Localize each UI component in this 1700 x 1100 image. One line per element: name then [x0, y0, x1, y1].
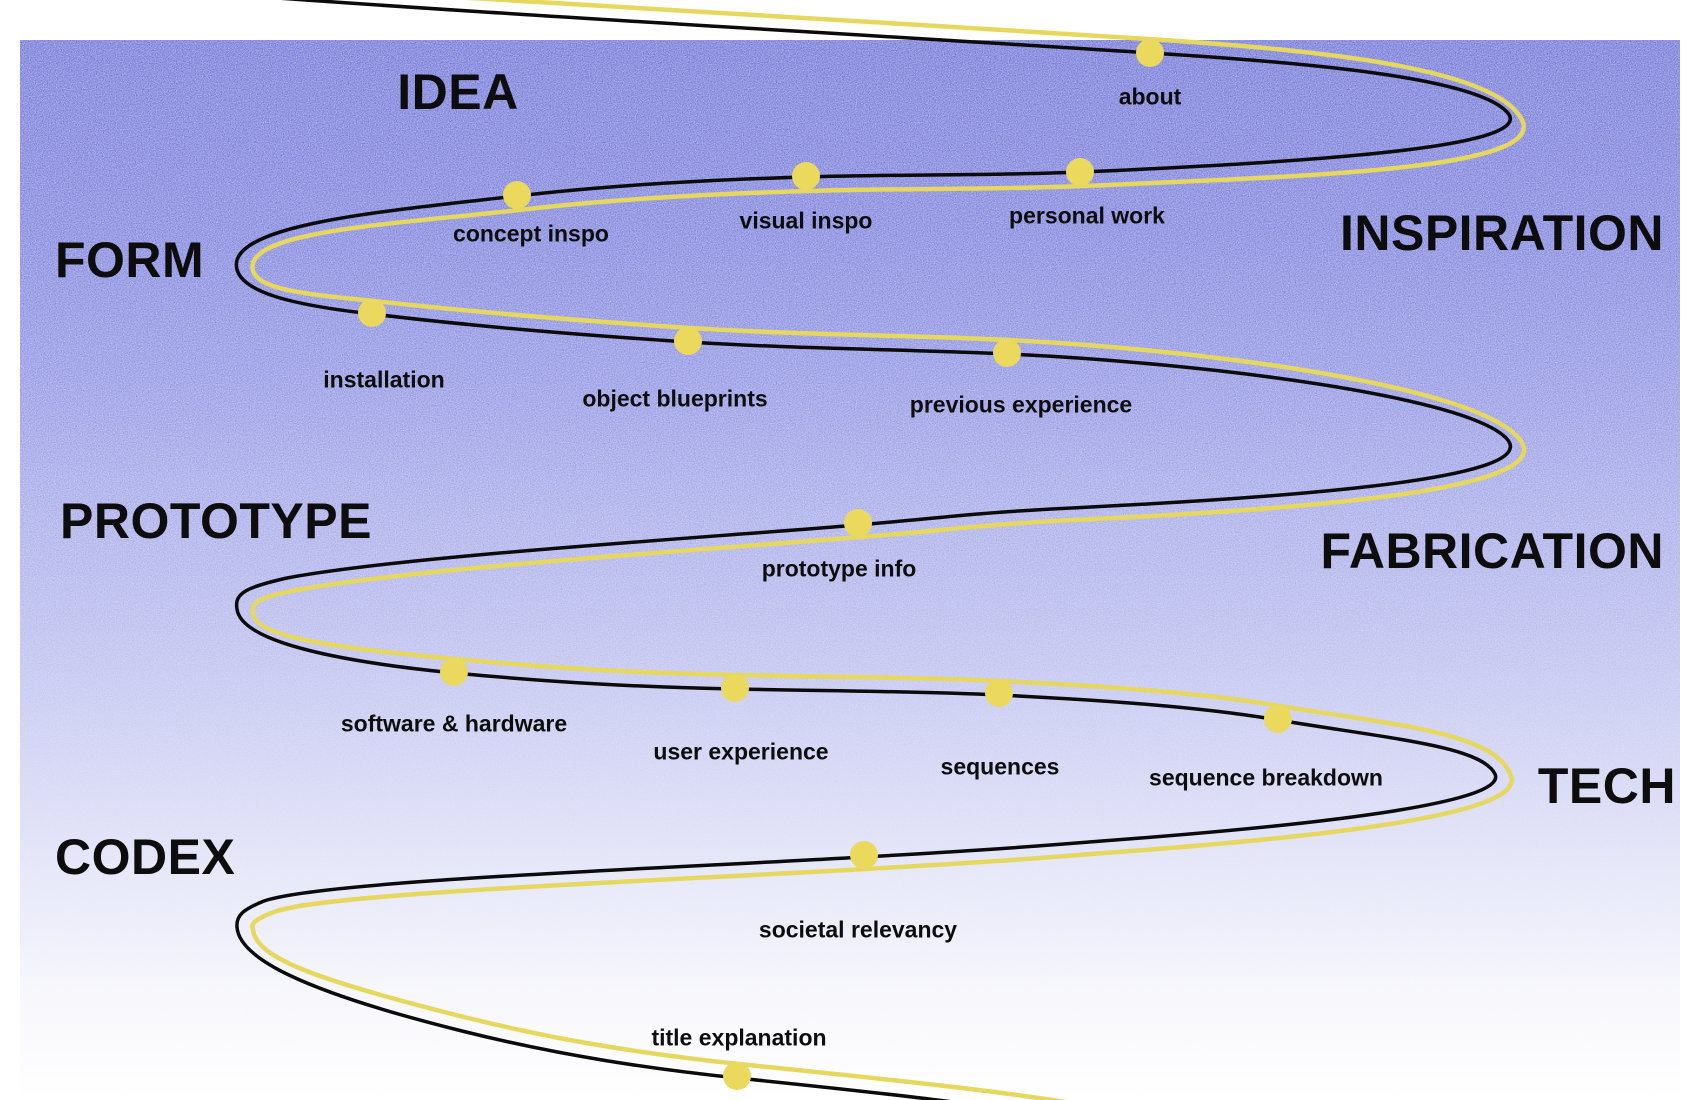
stage-label-idea: IDEA: [397, 64, 519, 120]
node-dot-sequence-breakdown[interactable]: [1264, 705, 1292, 733]
stage-label-tech: TECH: [1537, 758, 1676, 814]
node-label-user-experience[interactable]: user experience: [653, 738, 829, 765]
grain-texture: [20, 40, 1680, 1100]
node-label-personal-work[interactable]: personal work: [1009, 202, 1165, 229]
node-dot-societal-relevancy[interactable]: [850, 841, 878, 869]
stage-label-fabrication: FABRICATION: [1320, 523, 1664, 579]
node-label-concept-inspo[interactable]: concept inspo: [453, 220, 609, 247]
node-dot-personal-work[interactable]: [1066, 158, 1094, 186]
node-dot-sequences[interactable]: [985, 679, 1013, 707]
node-label-software-hardware[interactable]: software & hardware: [340, 710, 568, 737]
node-label-object-blueprints[interactable]: object blueprints: [582, 385, 768, 412]
node-dot-object-blueprints[interactable]: [674, 327, 702, 355]
gradient-background: [20, 40, 1680, 1100]
node-dot-prototype-info[interactable]: [844, 509, 872, 537]
node-dot-software-hardware[interactable]: [440, 658, 468, 686]
node-label-installation[interactable]: installation: [323, 366, 445, 393]
node-label-societal-relevancy[interactable]: societal relevancy: [758, 916, 958, 943]
spiral-path-yellow: [250, 0, 1527, 1100]
stage-label-prototype: PROTOTYPE: [60, 493, 372, 549]
node-label-sequences[interactable]: sequences: [940, 753, 1060, 780]
node-label-previous-experience[interactable]: previous experience: [909, 391, 1133, 418]
node-dot-title-explanation[interactable]: [723, 1062, 751, 1090]
node-dot-about[interactable]: [1136, 39, 1164, 67]
node-dot-previous-experience[interactable]: [993, 339, 1021, 367]
node-label-visual-inspo[interactable]: visual inspo: [739, 207, 873, 234]
node-dot-visual-inspo[interactable]: [792, 162, 820, 190]
node-label-prototype-info[interactable]: prototype info: [761, 555, 917, 582]
node-label-about[interactable]: about: [1118, 83, 1182, 110]
stage-label-form: FORM: [55, 232, 205, 288]
stage-label-codex: CODEX: [55, 829, 236, 885]
node-dot-user-experience[interactable]: [721, 674, 749, 702]
node-label-sequence-breakdown[interactable]: sequence breakdown: [1149, 764, 1383, 791]
node-dot-concept-inspo[interactable]: [503, 181, 531, 209]
node-label-title-explanation[interactable]: title explanation: [651, 1024, 827, 1051]
stage-label-inspiration: INSPIRATION: [1339, 205, 1664, 261]
node-dot-installation[interactable]: [358, 299, 386, 327]
spiral-path-black: [234, 0, 1512, 1100]
